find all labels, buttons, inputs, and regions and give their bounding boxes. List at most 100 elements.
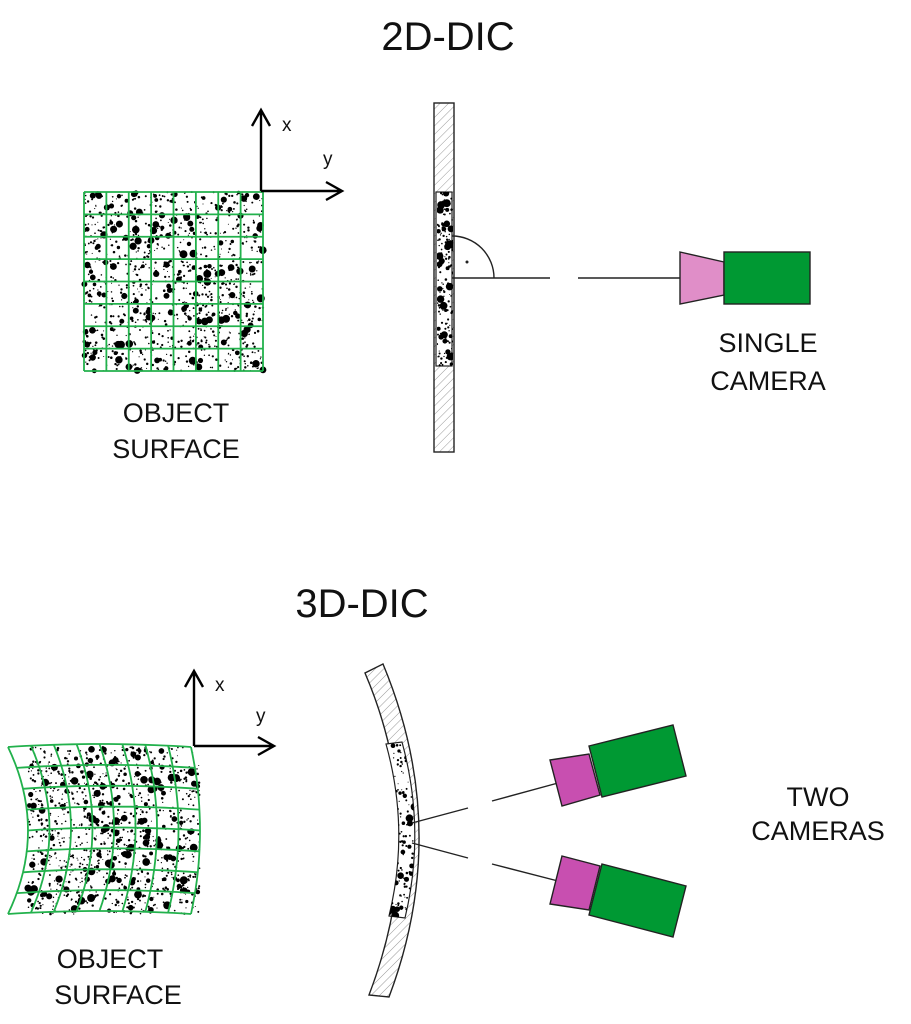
speckle-dot xyxy=(83,815,86,818)
speckle-dot xyxy=(158,368,160,371)
speckle-dot xyxy=(180,276,183,279)
speckle-dot xyxy=(111,345,114,347)
speckle-dot xyxy=(204,231,208,235)
speckle-dot xyxy=(153,844,156,847)
speckle-dot xyxy=(116,787,119,790)
speckle-dot xyxy=(438,310,440,313)
speckle-dot xyxy=(399,812,402,815)
speckle-dot xyxy=(236,193,238,196)
speckle-dot xyxy=(151,759,154,762)
speckle-dot xyxy=(86,351,90,355)
speckle-dot xyxy=(451,271,453,274)
speckle-dot xyxy=(448,334,453,339)
speckle-dot xyxy=(31,882,34,884)
speckle-dot xyxy=(185,792,188,795)
speckle-dot xyxy=(196,772,199,776)
speckle-dot xyxy=(394,908,397,911)
speckle-dot xyxy=(81,791,84,794)
speckle-dot xyxy=(163,268,165,271)
speckle-dot xyxy=(252,360,260,368)
speckle-dot xyxy=(128,821,131,824)
speckle-dot xyxy=(124,198,129,203)
speckle-dot xyxy=(80,824,83,827)
speckle-dot xyxy=(443,202,445,204)
speckle-dot xyxy=(147,785,155,794)
speckle-dot xyxy=(142,829,145,832)
speckle-dot xyxy=(254,352,256,354)
speckle-dot xyxy=(143,312,146,315)
optical-axis-upper-1 xyxy=(411,807,469,824)
speckle-dot xyxy=(142,319,144,321)
speckle-dot xyxy=(169,354,172,357)
speckle-dot xyxy=(97,862,100,865)
speckle-dot xyxy=(183,274,186,277)
speckle-dot xyxy=(104,776,106,778)
speckle-dot xyxy=(133,341,135,343)
speckle-dot xyxy=(440,334,443,337)
speckle-dot xyxy=(109,327,114,332)
speckle-dot xyxy=(108,875,116,883)
speckle-dot xyxy=(120,288,123,291)
speckle-dot xyxy=(407,781,409,783)
speckle-dot xyxy=(101,810,106,815)
right-angle-dot xyxy=(465,260,469,264)
speckle-dot xyxy=(447,318,450,321)
speckle-dot xyxy=(180,778,182,781)
speckle-dot xyxy=(227,206,233,212)
speckle-dot xyxy=(115,838,121,844)
speckle-dot xyxy=(179,898,182,901)
speckle-dot xyxy=(162,359,165,362)
speckle-dot xyxy=(257,260,260,262)
axis-label-y: y xyxy=(323,149,333,170)
speckle-dot xyxy=(158,225,161,228)
speckle-dot xyxy=(208,343,210,346)
speckle-dot xyxy=(52,912,54,915)
speckle-dot xyxy=(94,245,99,250)
speckle-dot xyxy=(243,230,246,233)
speckle-dot xyxy=(91,224,93,226)
speckle-dot xyxy=(169,199,172,203)
speckle-dot xyxy=(75,845,78,848)
speckle-dot xyxy=(29,777,32,780)
speckle-dot xyxy=(226,315,229,318)
speckle-dot xyxy=(89,192,96,199)
speckle-dot xyxy=(387,777,389,779)
speckle-dot xyxy=(258,306,261,310)
title-2d-dic: 2D-DIC xyxy=(381,15,514,59)
speckle-dot xyxy=(408,871,412,874)
speckle-dot xyxy=(250,320,254,323)
speckle-dot xyxy=(138,356,140,358)
speckle-dot xyxy=(451,248,453,252)
speckle-dot xyxy=(58,839,60,841)
speckle-dot xyxy=(394,775,396,778)
speckle-dot xyxy=(186,343,188,345)
speckle-dot xyxy=(28,836,31,839)
speckle-dot xyxy=(91,216,95,219)
speckle-dot xyxy=(163,319,167,323)
speckle-dot xyxy=(85,833,88,835)
speckle-dot xyxy=(393,752,395,755)
speckle-dot xyxy=(67,880,71,884)
grid-line xyxy=(26,847,200,853)
speckle-dot xyxy=(118,772,120,775)
speckle-dot xyxy=(122,779,125,782)
speckle-dot xyxy=(103,306,106,309)
speckle-dot xyxy=(241,321,243,324)
speckle-dot xyxy=(214,345,216,348)
speckle-dot xyxy=(397,783,399,785)
speckle-dot xyxy=(386,883,387,885)
speckle-dot xyxy=(183,857,185,859)
speckle-dot xyxy=(187,847,190,850)
speckle-dot xyxy=(68,909,71,911)
speckle-dot xyxy=(425,797,427,799)
speckle-dot xyxy=(47,763,49,765)
speckle-dot xyxy=(49,795,52,797)
speckle-dot xyxy=(118,832,120,834)
speckle-dot xyxy=(147,286,149,288)
speckle-dot xyxy=(165,232,172,239)
speckle-dot xyxy=(197,910,200,913)
speckle-dot xyxy=(417,910,418,911)
speckle-dot xyxy=(150,751,153,754)
speckle-dot xyxy=(246,355,249,358)
speckle-dot xyxy=(234,350,240,356)
